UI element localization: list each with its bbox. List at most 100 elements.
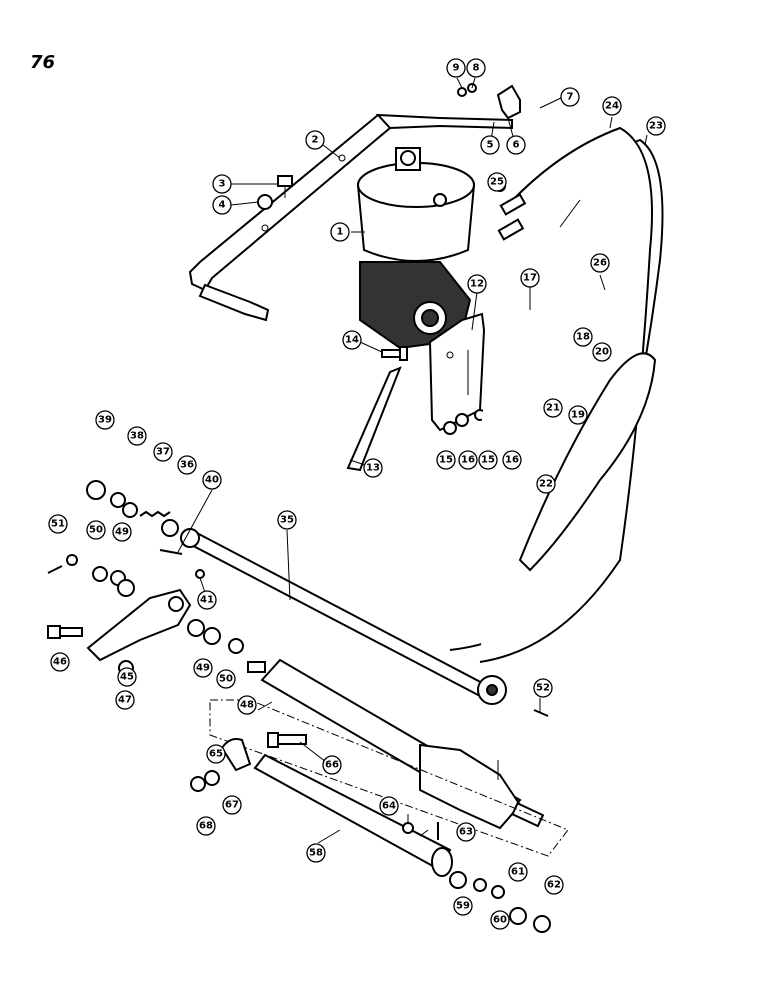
callout-circle <box>602 96 622 116</box>
callout-circle <box>467 274 487 294</box>
callout-label: 62 <box>547 880 561 891</box>
callout-63: 63 <box>456 822 476 842</box>
callout-circle <box>48 514 68 534</box>
callout-49: 49 <box>193 658 213 678</box>
callout-circle <box>453 896 473 916</box>
callout-circle <box>568 405 588 425</box>
callout-label: 48 <box>240 700 254 711</box>
callout-label: 3 <box>219 179 226 190</box>
callout-26: 26 <box>590 253 610 273</box>
callout-45: 45 <box>117 667 137 687</box>
callout-label: 67 <box>225 800 239 811</box>
callout-13: 13 <box>363 458 383 478</box>
callout-label: 5 <box>487 140 494 151</box>
callout-label: 63 <box>459 827 473 838</box>
callout-circle <box>115 690 135 710</box>
callout-circle <box>590 253 610 273</box>
callout-15: 15 <box>478 450 498 470</box>
callout-18: 18 <box>573 327 593 347</box>
callout-circle <box>436 450 456 470</box>
callout-17: 17 <box>520 268 540 288</box>
callout-66: 66 <box>322 755 342 775</box>
callout-circle <box>506 135 526 155</box>
callout-circle <box>212 195 232 215</box>
callout-label: 38 <box>130 431 144 442</box>
callout-circle <box>573 327 593 347</box>
callout-49: 49 <box>112 522 132 542</box>
callout-circle <box>466 58 486 78</box>
callout-8: 8 <box>466 58 486 78</box>
callout-circle <box>544 875 564 895</box>
callout-circle <box>95 410 115 430</box>
callout-circle <box>212 174 232 194</box>
callout-circle <box>480 135 500 155</box>
callout-label: 15 <box>439 455 453 466</box>
callout-circle <box>322 755 342 775</box>
callout-circle <box>379 796 399 816</box>
callout-label: 68 <box>199 821 213 832</box>
callout-label: 37 <box>156 447 170 458</box>
callout-circle <box>216 669 236 689</box>
callout-14: 14 <box>342 330 362 350</box>
callout-24: 24 <box>602 96 622 116</box>
callout-65: 65 <box>206 744 226 764</box>
callout-20: 20 <box>592 342 612 362</box>
steering-cylinder <box>247 658 545 830</box>
pump-plate <box>428 312 486 432</box>
power-steering-pump <box>357 147 475 350</box>
callout-label: 21 <box>546 403 560 414</box>
callout-36: 36 <box>177 455 197 475</box>
callout-51: 51 <box>48 514 68 534</box>
callout-circle <box>127 426 147 446</box>
callout-label: 58 <box>309 848 323 859</box>
callout-circle <box>646 116 666 136</box>
callout-label: 12 <box>470 279 484 290</box>
callout-circle <box>50 652 70 672</box>
callout-label: 18 <box>576 332 590 343</box>
callout-circle <box>193 658 213 678</box>
callout-label: 16 <box>461 455 475 466</box>
callout-circle <box>502 450 522 470</box>
callout-37: 37 <box>153 442 173 462</box>
callout-circle <box>363 458 383 478</box>
callout-label: 7 <box>567 92 574 103</box>
bolt-46 <box>47 625 83 639</box>
callout-label: 50 <box>89 525 103 536</box>
callout-50: 50 <box>86 520 106 540</box>
callout-label: 26 <box>593 258 607 269</box>
page-number: 76 <box>30 52 56 73</box>
bolt-14 <box>381 346 408 361</box>
callout-circle <box>478 450 498 470</box>
callout-circle <box>487 172 507 192</box>
callout-label: 65 <box>209 749 223 760</box>
callout-label: 40 <box>205 475 219 486</box>
callout-circle <box>456 822 476 842</box>
callout-label: 49 <box>115 527 129 538</box>
callout-61: 61 <box>508 862 528 882</box>
callout-label: 25 <box>490 177 504 188</box>
callout-label: 36 <box>180 460 194 471</box>
mounting-bracket <box>188 113 513 322</box>
callout-circle <box>112 522 132 542</box>
callout-circle <box>196 816 216 836</box>
callout-label: 9 <box>453 63 460 74</box>
callout-58: 58 <box>306 843 326 863</box>
callout-circle <box>277 510 297 530</box>
callout-label: 6 <box>513 140 520 151</box>
callout-circle <box>222 795 242 815</box>
callout-39: 39 <box>95 410 115 430</box>
callout-62: 62 <box>544 875 564 895</box>
callout-3: 3 <box>212 174 232 194</box>
adjusting-strap <box>346 366 402 472</box>
callout-circle <box>560 87 580 107</box>
callout-label: 47 <box>118 695 132 706</box>
callout-label: 39 <box>98 415 112 426</box>
callout-label: 64 <box>382 801 396 812</box>
callout-circle <box>342 330 362 350</box>
callout-label: 35 <box>280 515 294 526</box>
callout-label: 8 <box>473 63 480 74</box>
callout-circle <box>508 862 528 882</box>
callout-circle <box>177 455 197 475</box>
